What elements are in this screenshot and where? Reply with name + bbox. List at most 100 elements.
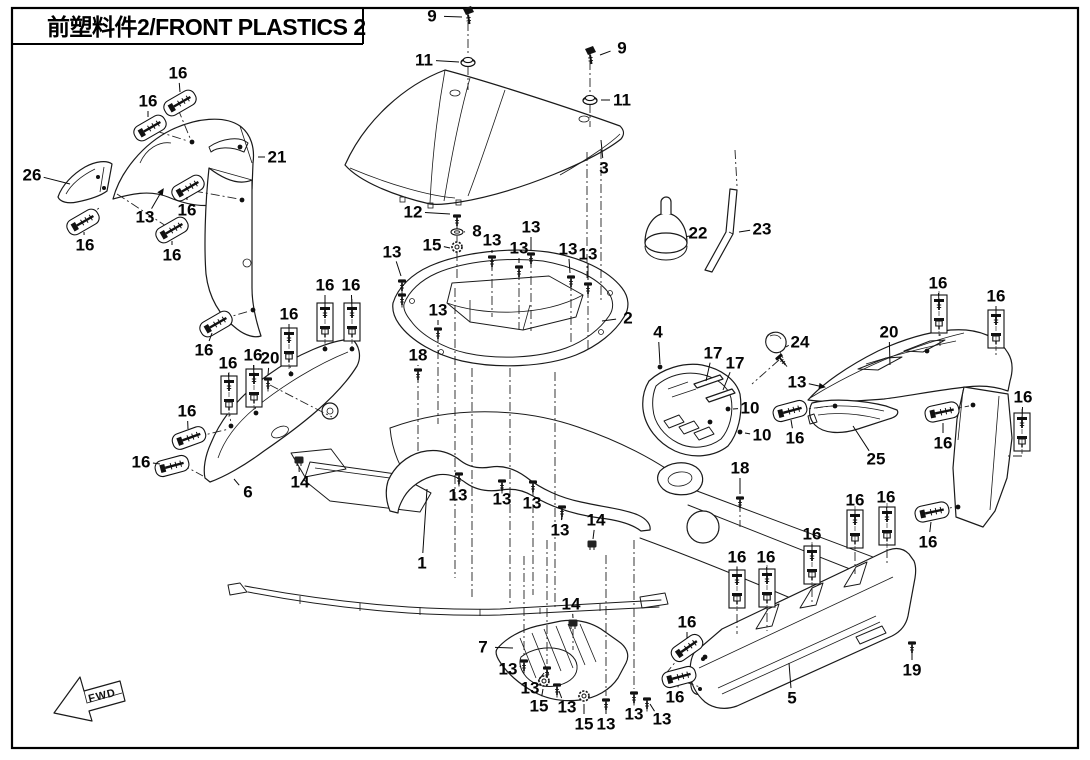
assembly-axis-line — [734, 149, 738, 187]
mount-point-dot — [955, 504, 961, 510]
callout-leader — [267, 367, 270, 376]
callout-10: 10 — [741, 399, 760, 418]
callout-leader — [151, 193, 161, 209]
callout-9: 9 — [427, 7, 436, 26]
mount-point-dot — [924, 348, 930, 354]
callout-leader — [541, 688, 544, 697]
callout-leader — [152, 462, 161, 465]
callout-leader — [558, 690, 563, 699]
callout-leader — [395, 261, 402, 277]
callout-13: 13 — [449, 486, 468, 505]
callout-16: 16 — [728, 548, 747, 567]
leader-arrowhead-icon — [818, 382, 826, 390]
callout-13: 13 — [788, 373, 807, 392]
part-20-right-fender — [807, 329, 1013, 528]
machine-screw-icon — [912, 499, 952, 525]
machine-screw-icon — [63, 205, 103, 239]
callout-leader — [744, 432, 751, 435]
callout-14: 14 — [587, 511, 606, 530]
callout-23: 23 — [753, 220, 772, 239]
callout-16: 16 — [757, 548, 776, 567]
callout-leader — [722, 371, 731, 391]
headlight-pod — [657, 462, 704, 496]
callout-13: 13 — [483, 231, 502, 250]
mount-point-dot — [657, 364, 663, 370]
flange-bolt-icon — [584, 45, 597, 65]
callout-leader — [790, 419, 793, 429]
part-center-body — [227, 411, 906, 616]
callout-2: 2 — [623, 309, 632, 328]
callout-leader — [350, 294, 353, 311]
callout-16: 16 — [342, 276, 361, 295]
callout-16: 16 — [178, 402, 197, 421]
callout-13: 13 — [499, 660, 518, 679]
part-4-front-grille — [642, 363, 742, 457]
callout-15: 15 — [575, 715, 594, 734]
callout-11: 11 — [613, 91, 631, 110]
assembly-axis-line — [177, 108, 191, 139]
callout-leader — [929, 521, 932, 533]
mount-point-dot — [970, 402, 976, 408]
mount-point-dot — [250, 307, 256, 313]
small-screw-icon — [452, 213, 462, 230]
callout-16: 16 — [163, 246, 182, 265]
callout-16: 16 — [666, 688, 685, 707]
callout-leader — [435, 60, 460, 63]
callout-12: 12 — [404, 203, 423, 222]
callout-21: 21 — [268, 148, 287, 167]
callout-13: 13 — [523, 494, 542, 513]
callout-leader — [537, 672, 545, 681]
callout-16: 16 — [280, 305, 299, 324]
assembly-axis-line — [751, 359, 780, 385]
mount-point-dot — [288, 371, 294, 377]
mount-point-dot — [237, 144, 243, 150]
flange-nut-icon — [582, 94, 598, 106]
callout-1: 1 — [417, 554, 426, 573]
fwd-direction-marker: FWD — [53, 676, 126, 722]
callout-26: 26 — [23, 166, 42, 185]
part-26-bracket — [57, 161, 113, 204]
callout-leader — [592, 529, 595, 540]
callout-16: 16 — [803, 525, 822, 544]
callout-16: 16 — [244, 346, 263, 365]
machine-screw-icon — [922, 399, 962, 425]
callout-6: 6 — [243, 483, 252, 502]
callout-leader — [424, 212, 451, 215]
speed-clip-icon — [587, 540, 597, 551]
callout-leader — [600, 139, 604, 159]
callout-leader — [888, 341, 891, 366]
callout-13: 13 — [653, 710, 672, 729]
callout-16: 16 — [678, 613, 697, 632]
part-5-lower-side-panel — [689, 548, 917, 709]
callout-16: 16 — [919, 533, 938, 552]
small-screw-icon — [413, 367, 423, 384]
assembly-axis-line — [155, 130, 189, 142]
assembly-axis-line — [116, 193, 167, 227]
callout-15: 15 — [423, 236, 442, 255]
page-title: 前塑料件2/FRONT PLASTICS 2 — [47, 14, 366, 40]
callout-17: 17 — [704, 344, 723, 363]
assembly-axis-line — [269, 384, 333, 418]
mount-point-dot — [253, 410, 259, 416]
callout-leader — [443, 15, 463, 18]
part-6-left-side-panel — [203, 338, 361, 483]
callout-16: 16 — [929, 274, 948, 293]
callout-16: 16 — [846, 491, 865, 510]
callout-leader — [599, 50, 611, 56]
callout-leader — [422, 488, 428, 554]
callout-8: 8 — [472, 222, 481, 241]
part-23-bent-strip — [704, 188, 738, 273]
part-3-hood — [344, 69, 625, 209]
callout-leader — [43, 176, 71, 185]
mount-point-dot — [349, 346, 355, 352]
callout-leader — [233, 478, 240, 486]
wheel-arch — [686, 510, 720, 544]
callout-14: 14 — [562, 595, 581, 614]
callout-16: 16 — [877, 488, 896, 507]
callout-13: 13 — [510, 239, 529, 258]
knurled-nut-icon — [578, 690, 590, 702]
callout-5: 5 — [787, 689, 796, 708]
callout-9: 9 — [617, 39, 626, 58]
callout-14: 14 — [291, 473, 310, 492]
